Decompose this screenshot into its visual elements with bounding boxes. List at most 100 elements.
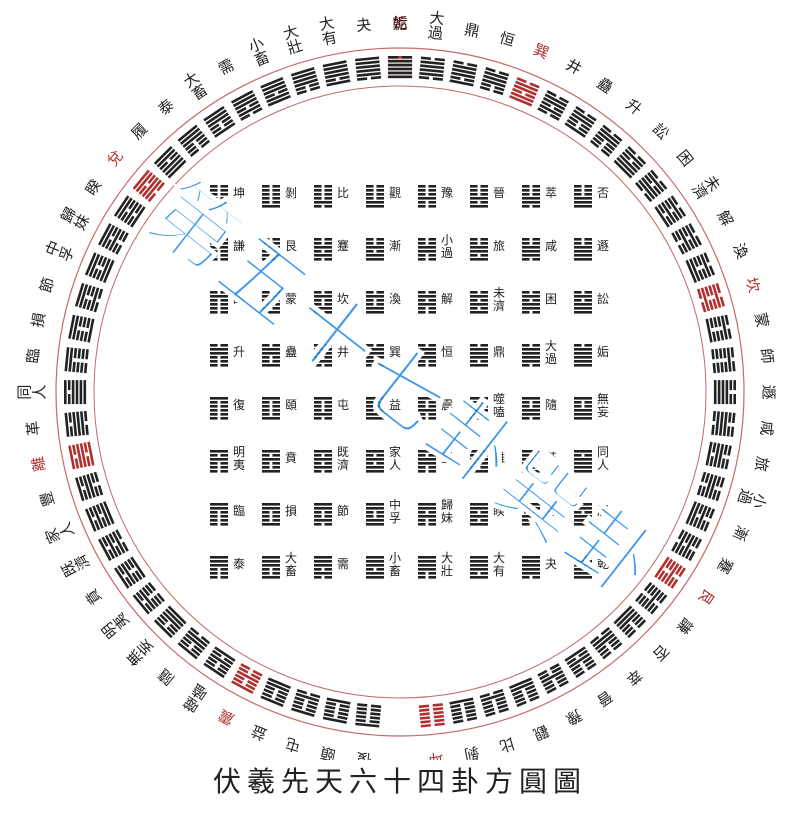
hexagram-line <box>210 405 218 408</box>
hexagram-line <box>210 560 228 563</box>
hexagram-line <box>532 185 540 188</box>
hexagram-line <box>88 253 101 278</box>
hexagram-line <box>733 394 736 405</box>
hexagram-line <box>126 215 135 226</box>
hexagram-line <box>231 90 254 104</box>
grid-label: 晉 <box>493 186 505 200</box>
hexagram-line <box>420 56 432 61</box>
ring-hexagram <box>696 283 726 313</box>
hexagram-line <box>532 291 540 294</box>
hexagram-line <box>479 692 491 699</box>
hexagram-line <box>574 511 582 514</box>
hexagram-line <box>153 595 162 605</box>
grid-label-char: 隨 <box>545 397 557 412</box>
grid-label: 家人 <box>389 444 401 472</box>
hexagram-line <box>586 662 597 671</box>
hexagram-line <box>294 696 305 702</box>
hexagram-line <box>574 201 592 204</box>
ring-label: 豫 <box>563 706 585 729</box>
hexagram-line <box>234 673 245 681</box>
grid-hexagram: 坤 <box>210 185 245 208</box>
hexagram-line <box>418 458 436 461</box>
hexagram-line <box>376 462 384 465</box>
hexagram-line <box>708 475 718 499</box>
hexagram-line <box>263 688 274 695</box>
ring-label: 革 <box>24 420 43 437</box>
hexagram-line <box>470 303 488 306</box>
hexagram-line <box>220 576 228 579</box>
hexagram-line <box>724 314 730 326</box>
hexagram-line <box>366 397 384 400</box>
hexagram-line <box>132 169 150 190</box>
hexagram-line <box>324 344 332 347</box>
hexagram-line <box>182 636 192 645</box>
hexagram-line <box>209 123 220 132</box>
hexagram-line <box>532 238 540 241</box>
hexagram-line <box>272 250 280 253</box>
hexagram-line <box>262 568 270 571</box>
grid-label: 歸妹 <box>441 498 453 525</box>
hexagram-line <box>470 523 488 526</box>
hexagram-line <box>574 576 592 579</box>
hexagram-line <box>124 576 133 587</box>
hexagram-line <box>210 409 218 412</box>
hexagram-line <box>470 401 478 404</box>
hexagram-line <box>294 78 319 88</box>
hexagram-line <box>522 413 540 416</box>
hexagram-line <box>366 519 384 522</box>
hexagram-line <box>603 145 613 154</box>
hexagram-circle-square-diagram: 乾夬大有大壯小畜需大畜泰履兌睽歸妹中孚節損臨同人革離豐家人既濟賁明夷無妄隨噬嗑震… <box>15 8 778 760</box>
grid-hexagram: 鼎 <box>470 344 505 367</box>
hexagram-line <box>522 344 530 347</box>
hexagram-line <box>480 299 488 302</box>
hexagram-line <box>314 413 332 416</box>
hexagram-line <box>82 298 88 310</box>
hexagram-line <box>610 639 620 648</box>
hexagram-line <box>466 712 477 718</box>
grid-label: 睽 <box>493 504 505 518</box>
grid-label: 觀 <box>389 186 401 200</box>
ring-label: 震 <box>216 706 238 729</box>
ring-hexagram <box>231 663 263 694</box>
hexagram-line <box>717 380 721 405</box>
hexagram-line <box>522 303 540 306</box>
hexagram-line <box>240 663 251 671</box>
hexagram-line <box>234 96 258 111</box>
hexagram-line <box>366 507 384 510</box>
hexagram-line <box>220 242 228 245</box>
diagram-title: 伏羲先天六十四卦方圓圖 <box>212 765 587 798</box>
grid-hexagram: 大有 <box>470 551 505 579</box>
hexagram-line <box>305 707 316 714</box>
grid-label-char: 過 <box>441 246 453 260</box>
hexagram-line <box>584 238 592 241</box>
hexagram-line <box>574 352 592 355</box>
hexagram-line <box>724 459 730 470</box>
hexagram-line <box>480 511 488 514</box>
hexagram-line <box>210 515 218 518</box>
hexagram-line <box>419 712 430 716</box>
hexagram-line <box>324 258 332 261</box>
hexagram-line <box>529 82 540 89</box>
hexagram-line <box>355 714 367 719</box>
hexagram-line <box>708 265 716 276</box>
hexagram-line <box>314 205 322 208</box>
hexagram-line <box>370 704 382 709</box>
hexagram-line <box>418 344 426 347</box>
ring-hexagram <box>589 627 623 660</box>
hexagram-line <box>419 71 444 77</box>
hexagram-line <box>529 695 540 702</box>
hexagram-line <box>688 223 696 234</box>
grid-label-char: 嗑 <box>493 405 505 419</box>
hexagram-line <box>715 348 719 359</box>
grid-label-char: 謙 <box>233 239 245 253</box>
grid-label-char: 復 <box>233 397 245 412</box>
hexagram-line <box>643 581 653 592</box>
hexagram-line <box>428 311 436 314</box>
ring-hexagram <box>696 471 725 502</box>
ring-label-char: 濟 <box>70 551 93 573</box>
grid-label: 小畜 <box>389 551 401 578</box>
hexagram-line <box>262 458 280 461</box>
hexagram-line <box>584 185 592 188</box>
hexagram-line <box>574 348 592 351</box>
hexagram-line <box>638 595 647 605</box>
